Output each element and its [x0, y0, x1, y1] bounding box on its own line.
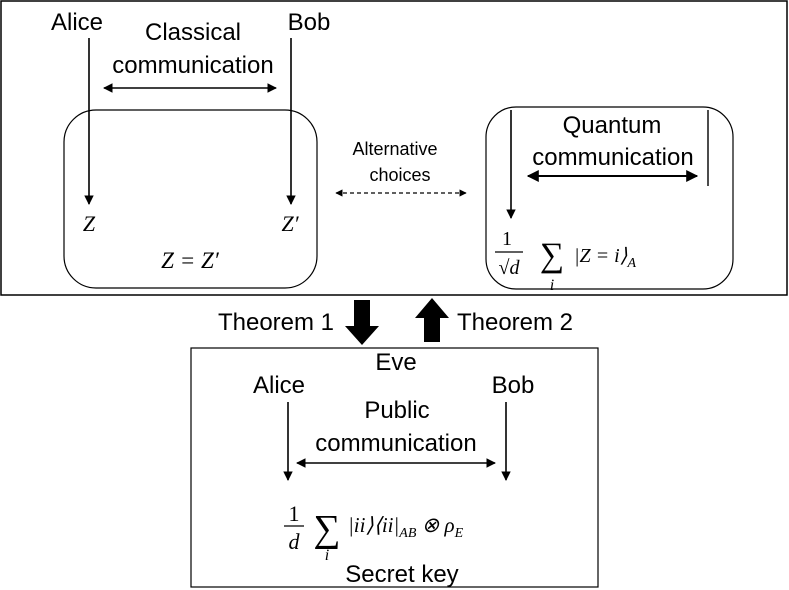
key-sum-symbol: ∑: [313, 508, 340, 550]
secret-key-state-formula: 1 d ∑ i |ii⟩⟨ii|AB ⊗ ρE: [284, 501, 464, 564]
alice-label-bottom: Alice: [253, 372, 305, 399]
classical-label-line1: Classical: [145, 19, 241, 46]
key-frac-den: d: [289, 529, 301, 554]
classical-box: [63, 109, 318, 289]
alternative-label-line2: choices: [369, 165, 430, 185]
theorem2-label: Theorem 2: [457, 309, 573, 336]
secret-key-label: Secret key: [345, 561, 458, 588]
quantum-frac-num: 1: [502, 228, 512, 250]
z-right-label: Z′: [281, 211, 299, 236]
theorem1-label: Theorem 1: [218, 309, 334, 336]
quantum-frac-den: √d: [499, 257, 521, 279]
eve-label: Eve: [375, 349, 416, 376]
quantum-ket: |Z = i⟩A: [574, 245, 636, 271]
quantum-sum-index: i: [550, 277, 554, 294]
bottom-panel-frame: [190, 347, 599, 588]
key-state-body: |ii⟩⟨ii|AB ⊗ ρE: [348, 513, 464, 541]
key-sum-index: i: [325, 547, 329, 564]
bob-label-bottom: Bob: [492, 372, 535, 399]
quantum-sum-symbol: ∑: [540, 237, 564, 274]
bob-label-top: Bob: [288, 9, 331, 36]
theorem2-up-arrow: [415, 298, 449, 342]
quantum-label-line1: Quantum: [563, 112, 662, 139]
quantum-box: [485, 106, 734, 290]
quantum-state-formula: 1 √d ∑ i |Z = i⟩A: [495, 228, 636, 294]
public-label-line1: Public: [364, 397, 429, 424]
theorem1-down-arrow: [345, 300, 379, 345]
top-panel-frame: [0, 0, 788, 296]
z-left-label: Z: [83, 211, 96, 236]
classical-label-line2: communication: [112, 52, 273, 79]
alternative-label-line1: Alternative: [352, 139, 437, 159]
quantum-label-line2: communication: [532, 144, 693, 171]
alice-label-top: Alice: [51, 9, 103, 36]
public-label-line2: communication: [315, 430, 476, 457]
key-frac-num: 1: [289, 501, 300, 526]
z-equality: Z = Z′: [161, 248, 220, 273]
